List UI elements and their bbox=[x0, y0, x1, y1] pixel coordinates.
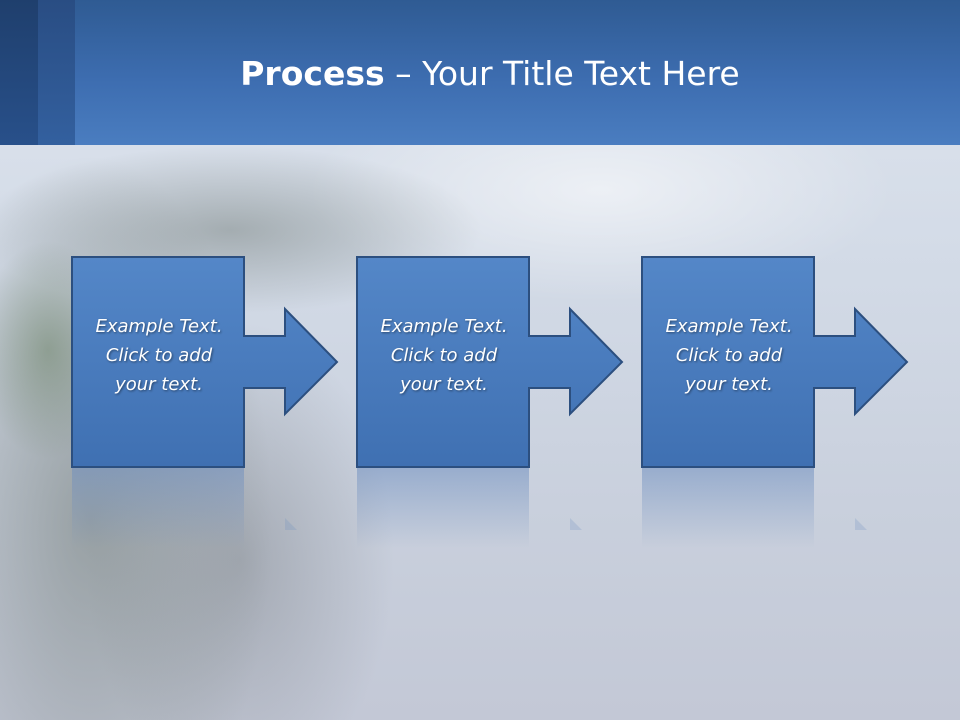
step-text-line: Example Text. bbox=[665, 316, 793, 337]
step-text-line: Click to add bbox=[105, 345, 213, 366]
title-bold-part: Process bbox=[240, 54, 385, 93]
step-text-line: Example Text. bbox=[380, 316, 508, 337]
title-rest-part: – Your Title Text Here bbox=[384, 54, 740, 93]
step-text: Example Text. Click to add your text. bbox=[644, 312, 814, 399]
step-text: Example Text. Click to add your text. bbox=[359, 312, 529, 399]
step-text-line: your text. bbox=[685, 374, 773, 395]
step-text-line: Click to add bbox=[675, 345, 783, 366]
step-arrow-shape bbox=[641, 256, 909, 468]
step-text: Example Text. Click to add your text. bbox=[74, 312, 244, 399]
step-reflection bbox=[642, 468, 867, 548]
step-arrow-shape bbox=[356, 256, 624, 468]
header-accent-stripe bbox=[38, 0, 75, 145]
slide-title[interactable]: Process – Your Title Text Here bbox=[80, 52, 900, 96]
step-text-line: Click to add bbox=[390, 345, 498, 366]
step-text-line: your text. bbox=[400, 374, 488, 395]
process-step-2[interactable]: Example Text. Click to add your text. bbox=[356, 256, 631, 468]
header-accent-stripe bbox=[0, 0, 38, 145]
step-text-line: Example Text. bbox=[95, 316, 223, 337]
step-arrow-shape bbox=[71, 256, 339, 468]
process-step-1[interactable]: Example Text. Click to add your text. bbox=[71, 256, 346, 468]
step-text-line: your text. bbox=[115, 374, 203, 395]
title-bar bbox=[0, 0, 960, 145]
step-reflection bbox=[72, 468, 297, 548]
step-reflection bbox=[357, 468, 582, 548]
process-step-3[interactable]: Example Text. Click to add your text. bbox=[641, 256, 916, 468]
